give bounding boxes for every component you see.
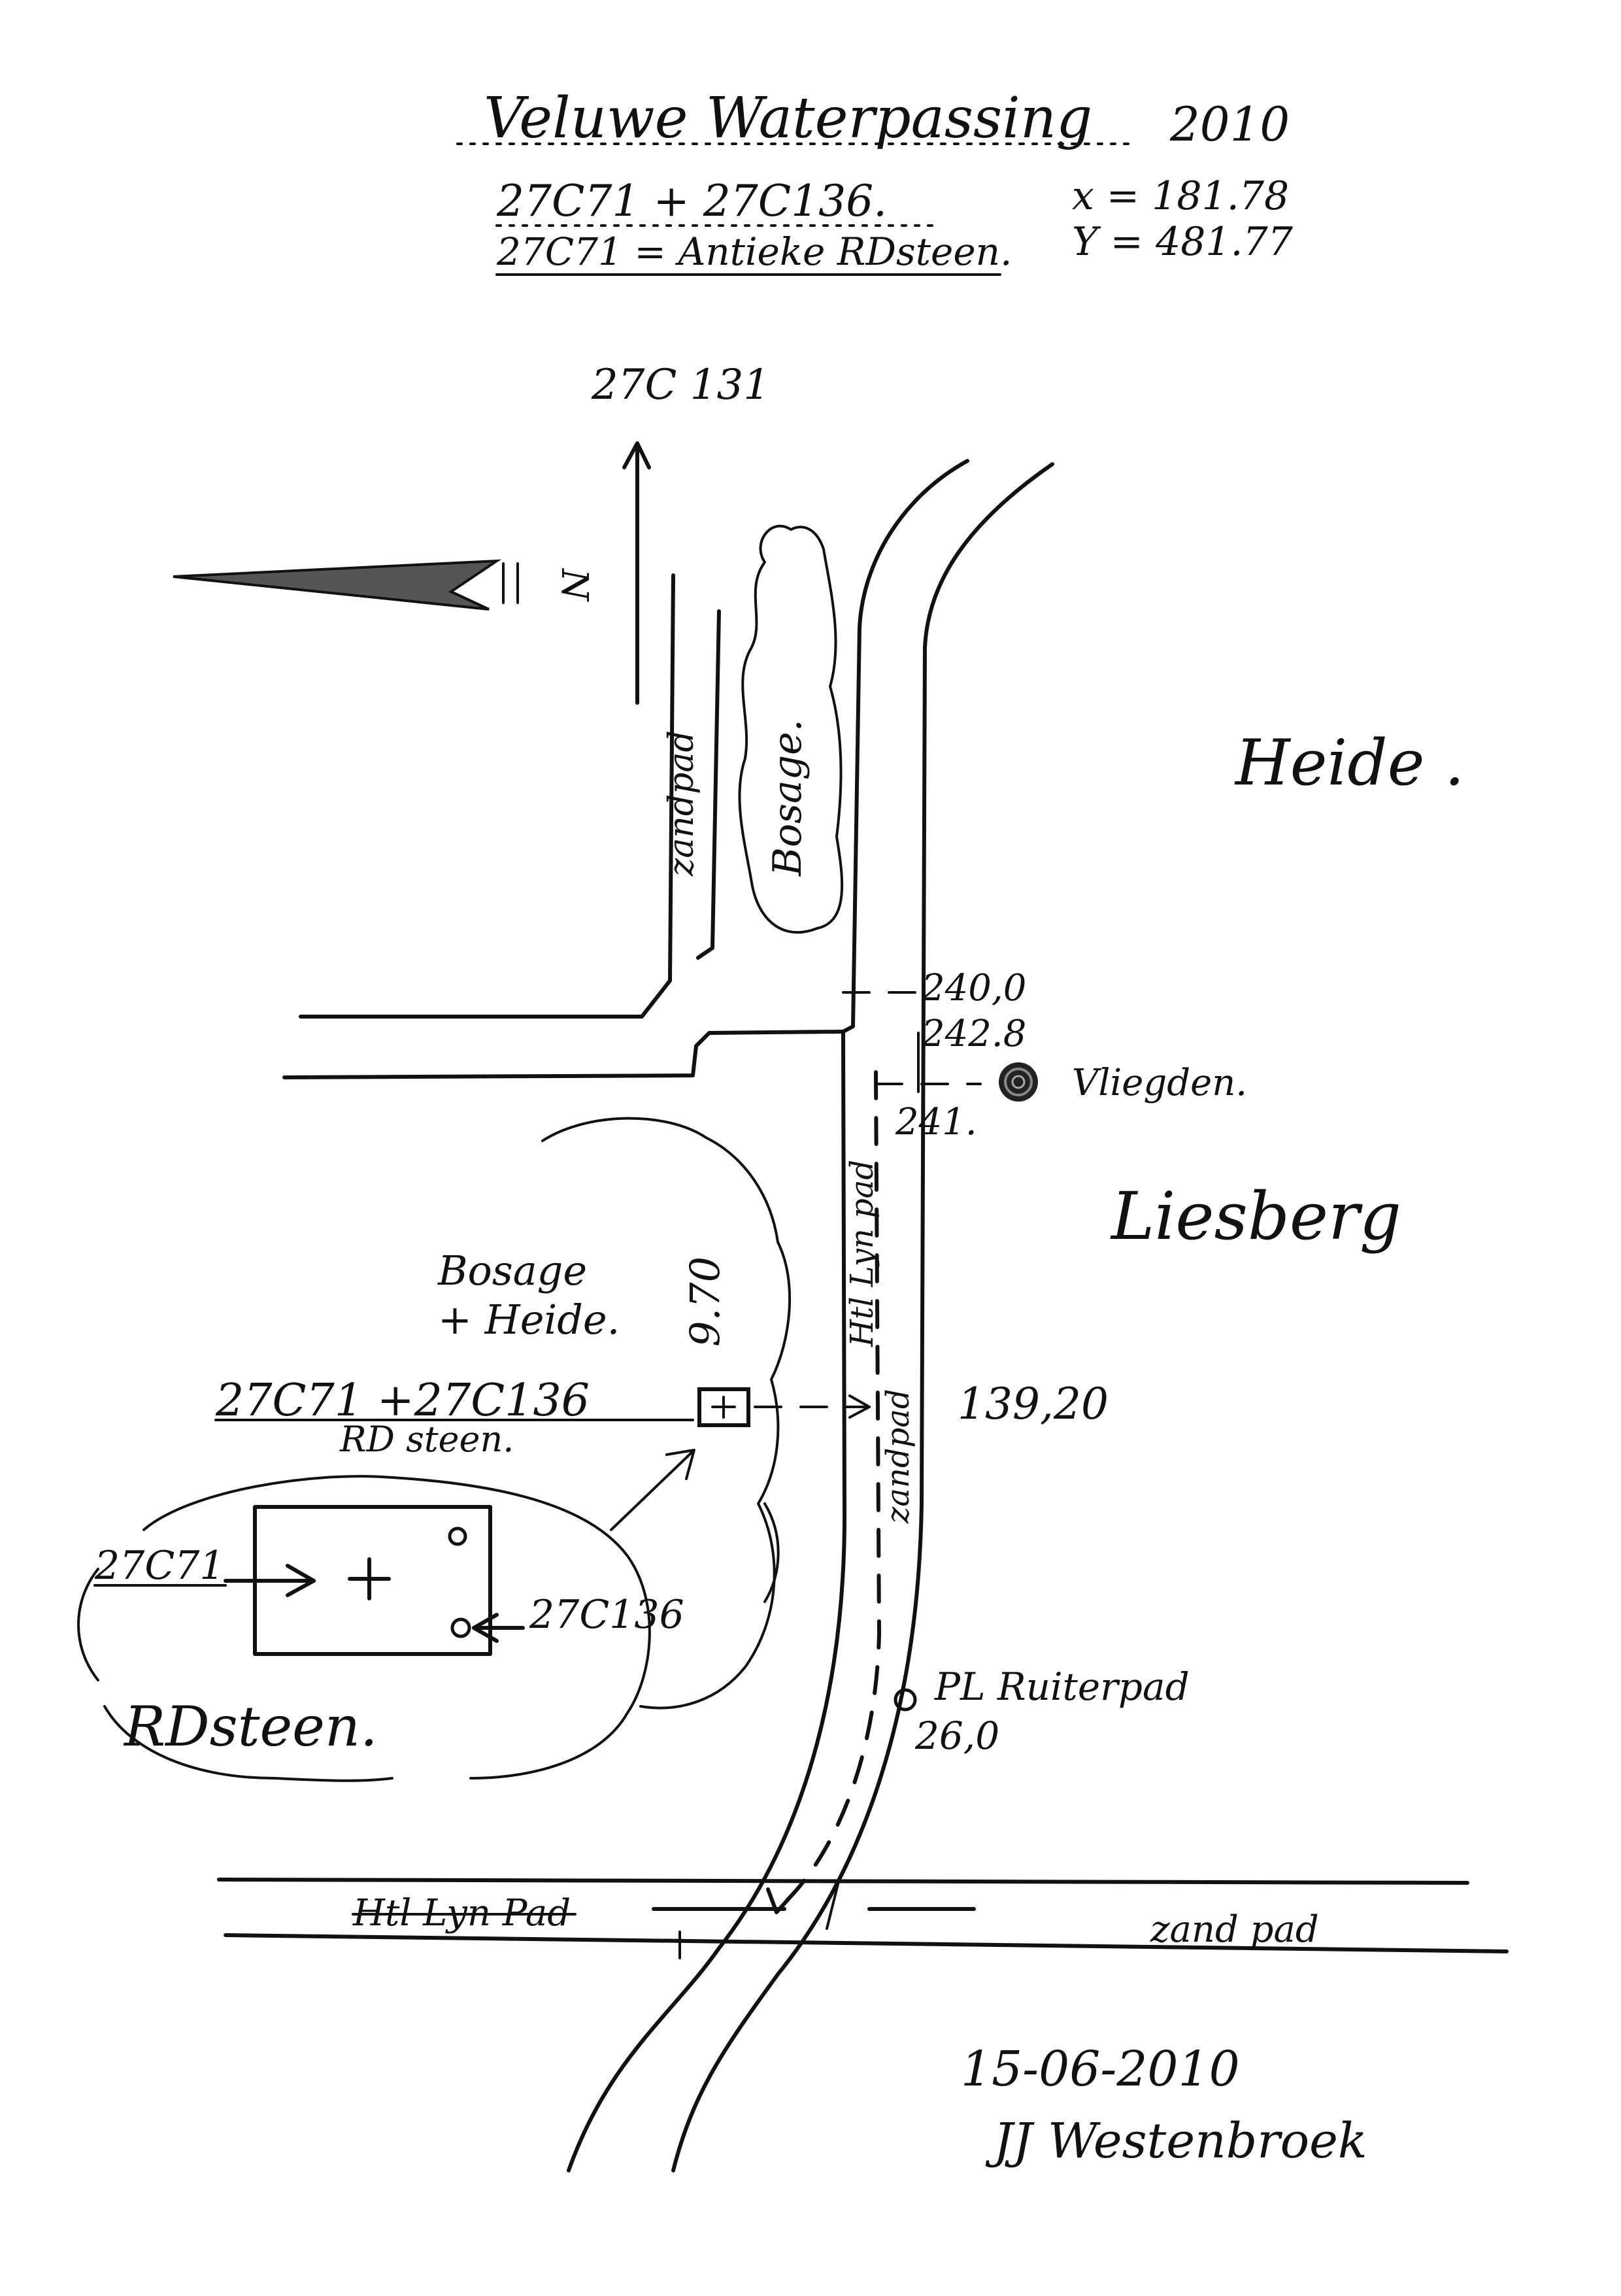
header-line1: 27C71 + 27C136. [496,176,887,226]
road-bottom-lower [224,1933,1509,1953]
detail-label-27c71: 27C71 [94,1543,225,1589]
detail-cloud [142,1475,651,1780]
road-bottom-upper [217,1878,1469,1885]
zandpad-bottom-label: zand pad [1150,1908,1319,1951]
bosage-heide-label-2: + Heide. [438,1296,620,1343]
north-target-label: 27C 131 [591,361,770,409]
bosage-heide-inner [763,1502,780,1603]
htl-lyn-pad-vertical-label: Htl Lyn pad [844,1160,880,1347]
header-y-coord: Y = 481.77 [1072,219,1294,265]
dist-970: 9.70 [681,1257,729,1347]
north-arrow-icon: N [173,559,595,611]
zandpad-top-label: zandpad [662,730,701,877]
detail-cloud-left [77,1568,99,1681]
north-label: N [553,567,595,602]
bosage-heide-label-1: Bosage [437,1247,587,1294]
dist-13920: 139,20 [958,1379,1109,1429]
pl-ruiterpad-point [894,1688,917,1712]
road-left-lower-edge [282,1030,845,1079]
detail-label-27c136: 27C136 [529,1592,684,1638]
road-dashed-arrow [766,1887,796,1914]
road-main-left-edge-lower [567,1030,847,2172]
benchmark-dash-arrow [848,1394,871,1419]
area-heide-label: Heide . [1234,726,1465,800]
header-title: Veluwe Waterpassing [484,86,1092,151]
footer-signature: JJ Westenbroek [985,2113,1367,2169]
north-arrow-head [622,441,651,469]
road-bottom-tick-right [826,1875,841,1930]
bosage-heide-outline [541,1117,792,1710]
pl-ruiterpad-label: PL Ruiterpad [934,1664,1190,1709]
detail-point-top [448,1527,467,1546]
detail-pointer-head [665,1449,695,1480]
road-dashed-track [776,1070,881,1911]
detail-pointer [610,1450,694,1531]
zandpad-mid-label: zandpad [880,1389,916,1524]
measure-2: 242.8 [921,1013,1026,1055]
benchmark-label: 27C71 +27C136 [215,1375,590,1427]
header-x-coord: x = 181.78 [1072,173,1289,219]
detail-point-27c136 [450,1617,471,1638]
road-main-left-edge [841,459,969,1034]
vliegden-label: Vliegden. [1072,1062,1247,1104]
footer-date: 15-06-2010 [961,2041,1240,2097]
measure-3: 241. [895,1101,977,1143]
area-liesberg-label: Liesberg [1110,1178,1401,1255]
rd-steen-small: RD steen. [339,1419,514,1460]
detail-arrow-27c71-head [286,1564,316,1597]
benchmark-cross-icon [697,1387,750,1427]
road-zandpad-top-left [299,573,675,1019]
dist-260: 26,0 [914,1714,999,1758]
measure-1: 240,0 [921,967,1026,1009]
header-year: 2010 [1169,97,1290,152]
road-main-right-edge [671,462,1054,2172]
header-line2: 27C71 = Antieke RDsteen. [496,229,1012,274]
bosage-top-outline [738,524,844,934]
road-zandpad-top-right [696,609,721,960]
detail-cloud-bottom [103,1705,393,1782]
detail-rdsteen-label: RDsteen. [123,1695,378,1759]
vliegden-tree-icon [999,1062,1038,1102]
detail-arrow-27c136-head [472,1613,499,1643]
bosage-top-label: Bosage. [765,719,811,877]
